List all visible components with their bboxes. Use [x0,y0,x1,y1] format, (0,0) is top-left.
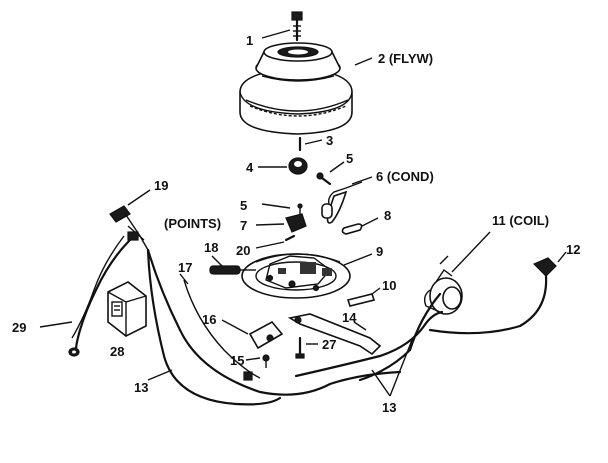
wire-17-part [183,279,261,379]
leader-19 [127,189,151,206]
label-12: 12 [566,242,580,257]
leader-15 [245,357,261,361]
leader-5a [329,161,345,173]
label-5a: 5 [346,151,353,166]
label-15: 15 [230,353,244,368]
label-27: 27 [322,337,336,352]
label-16: 16 [202,312,216,327]
leader-11 [451,231,491,273]
leader-29 [39,321,73,328]
label-5b: 5 [240,198,247,213]
label-11: 11 (COIL) [492,213,549,228]
label-29: 29 [12,320,26,335]
bolt-small-part [243,371,253,381]
leader-14 [353,321,367,331]
screw-part-upper [316,172,332,186]
label-18: 18 [204,240,218,255]
label-20: 20 [236,243,250,258]
leader-16 [221,319,249,335]
label-8: 8 [384,208,391,223]
bracket-part [287,313,382,356]
stator-plate-part [241,253,351,299]
ground-lead-part [68,235,132,357]
leader-13a [147,369,173,381]
screw-15-part [262,354,270,368]
label-3: 3 [326,133,333,148]
connector-19-part [109,205,149,251]
leader-2 [354,57,373,66]
flywheel-part [239,42,353,135]
leader-17 [179,273,189,285]
label-points: (POINTS) [164,216,221,231]
plate-16-part [248,320,284,350]
label-4: 4 [246,160,254,175]
clip-part [284,234,296,242]
label-13b: 13 [382,400,396,415]
label-7: 7 [240,218,247,233]
spark-plug-lead-part [428,257,557,335]
label-19: 19 [154,178,168,193]
label-17: 17 [178,260,192,275]
leader-20 [255,241,285,249]
wire-harness-part [146,248,444,406]
wick-part [209,265,256,275]
screw-27-part [295,336,305,359]
label-6: 6 (COND) [376,169,434,184]
label-13a: 13 [134,380,148,395]
leader-5b [261,203,291,209]
leader-13b-2 [371,369,391,397]
label-14: 14 [342,310,357,325]
felt-part [341,223,363,235]
leader-12 [557,251,567,263]
leader-9 [343,253,373,266]
leader-3 [304,139,323,145]
leader-6 [351,176,373,185]
label-9: 9 [376,244,383,259]
retainer-part [346,293,376,307]
switch-box-part [107,281,147,337]
cam-part [288,157,308,175]
leader-8 [361,217,379,227]
leader-1 [261,29,291,39]
bolt-part [291,11,303,42]
leader-10 [371,287,381,295]
label-28: 28 [110,344,124,359]
leader-18 [211,255,223,267]
coil-part [423,255,463,315]
points-part [285,203,307,233]
label-2: 2 (FLYW) [378,51,433,66]
condenser-part [321,181,363,224]
leader-7 [255,223,285,226]
leader-13b-1 [389,339,413,397]
label-1: 1 [246,33,253,48]
label-10: 10 [382,278,396,293]
